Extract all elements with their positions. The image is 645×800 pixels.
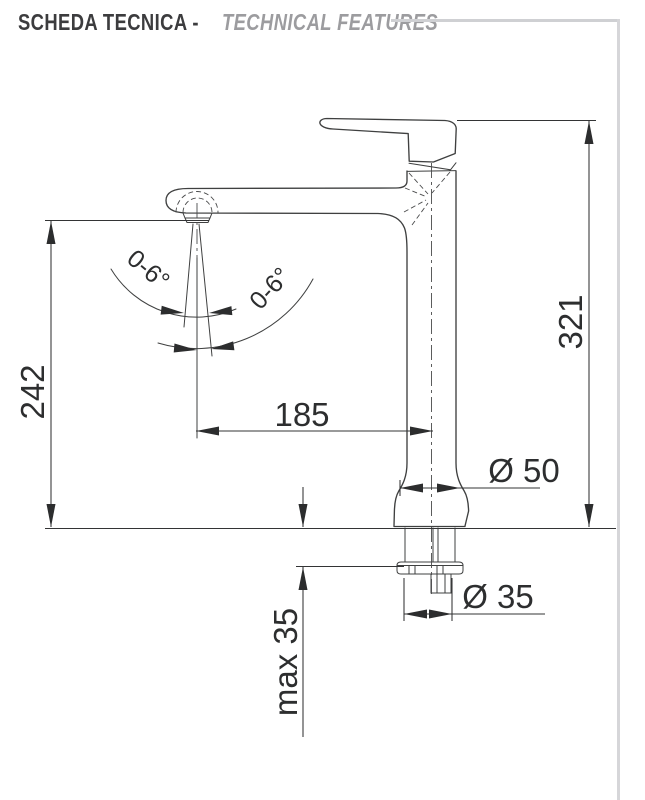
dimension-d35: Ø 35 (403, 578, 545, 621)
faucet-outline (165, 117, 470, 597)
arrow-up (46, 221, 56, 244)
arrow-down (298, 504, 308, 527)
arrow-up (298, 567, 308, 590)
hidden-cone-lines (403, 171, 451, 226)
arrow-right (437, 483, 460, 493)
dim-d50-label: Ø 50 (488, 452, 560, 489)
dim-321-label: 321 (552, 294, 589, 349)
arc-arrow (211, 341, 235, 351)
title-english: TECHNICAL FEATURES (222, 9, 439, 35)
page-title: SCHEDA TECNICA - TECHNICAL FEATURES (18, 9, 493, 35)
angle-label-right: 0-6° (244, 262, 296, 315)
threaded-stud (430, 573, 452, 594)
dimension-185: 185 (196, 396, 433, 436)
arc-arrow (209, 306, 233, 316)
dimension-321: 321 (457, 119, 596, 527)
arc-arrow (173, 343, 197, 353)
frame-right-rule (617, 19, 620, 800)
aerator-outlet (182, 212, 213, 223)
frame-top-rule (391, 19, 619, 22)
dim-max35-label: max 35 (267, 608, 304, 716)
fixing-washer (396, 561, 464, 575)
dim-242-label: 242 (14, 364, 51, 419)
aerator-hidden-arcs (175, 191, 219, 213)
angle-label-left: 0-6° (121, 244, 174, 295)
stream-edge-lines (183, 223, 213, 357)
body-right-edge (455, 170, 470, 527)
dim-d35-label: Ø 35 (462, 578, 534, 615)
dim-185-label: 185 (274, 396, 329, 433)
lever-handle (319, 117, 457, 163)
title-italian: SCHEDA TECNICA - (18, 9, 199, 35)
arrow-left (196, 426, 219, 436)
arrow-up (584, 121, 594, 144)
shank-assembly (396, 527, 464, 594)
arrow-down (46, 504, 56, 527)
dimension-d50: Ø 50 (399, 452, 560, 496)
arrow-left (400, 483, 423, 493)
arc-arrow (160, 305, 184, 315)
arrow-right (410, 426, 433, 436)
dimension-max35: max 35 (267, 487, 404, 737)
arrow-down (584, 504, 594, 527)
dimension-242: 242 (14, 219, 209, 527)
angle-arc-lower (157, 278, 314, 350)
arrow-left (404, 609, 427, 619)
arrow-right (429, 609, 452, 619)
